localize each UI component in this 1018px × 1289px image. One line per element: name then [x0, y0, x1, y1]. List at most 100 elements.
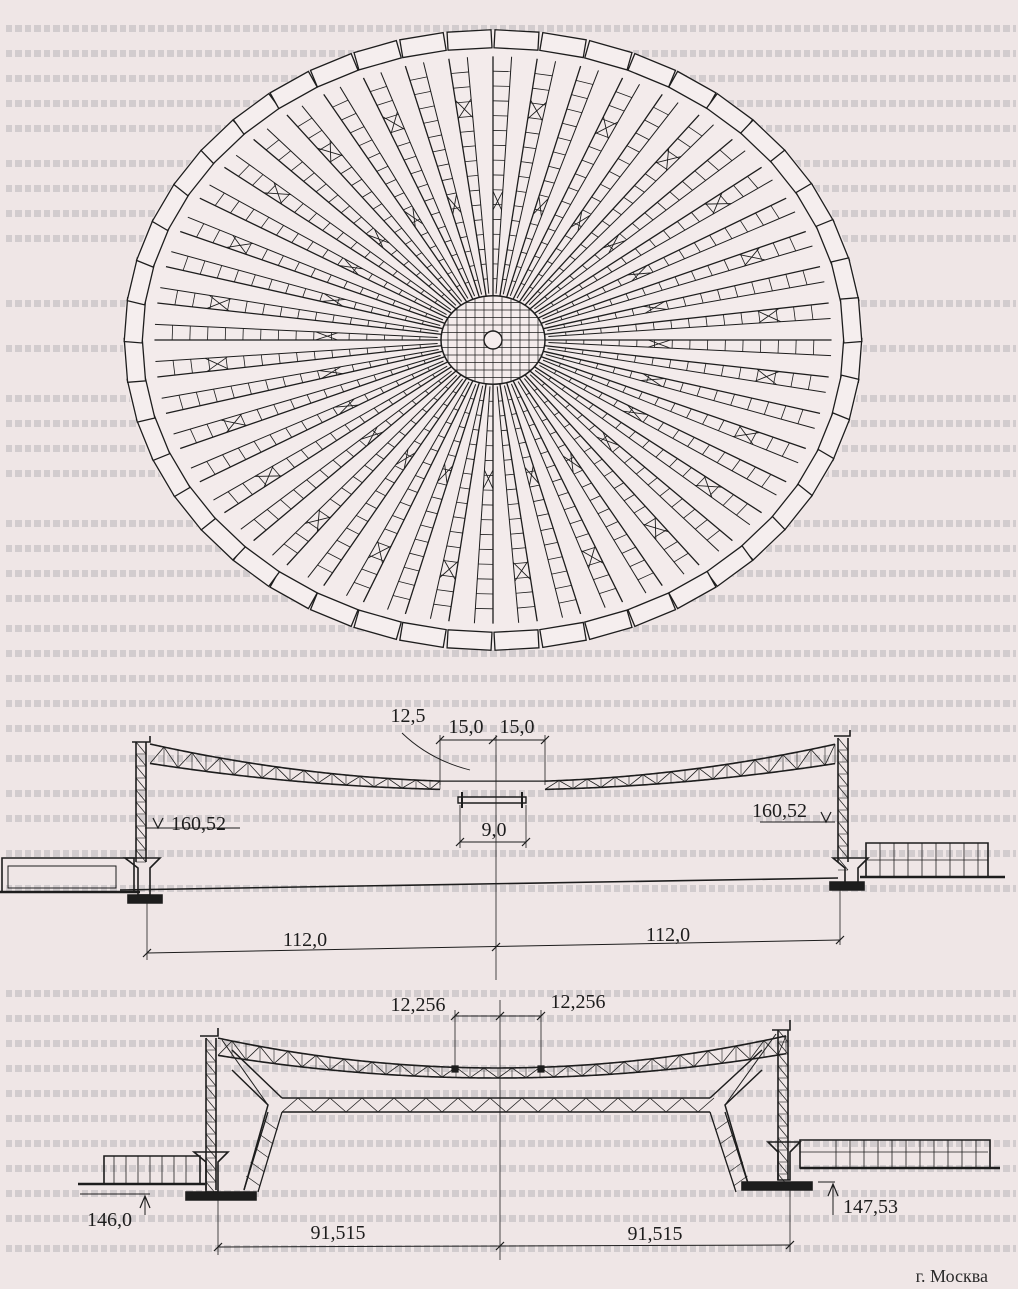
cross-tie — [379, 239, 385, 244]
footing-right-upper — [830, 882, 864, 890]
x-brace — [733, 433, 759, 437]
cross-tie — [545, 297, 548, 299]
cross-tie — [695, 171, 706, 181]
cross-tie — [598, 316, 599, 321]
frame-web — [602, 1098, 618, 1112]
cross-tie — [516, 592, 533, 593]
cross-tie — [530, 485, 540, 487]
roof-truss-lower-web — [372, 1062, 386, 1074]
x-brace — [321, 367, 340, 379]
x-brace — [378, 541, 383, 563]
x-brace — [453, 194, 457, 214]
cable-truss-left-top-chord — [150, 744, 440, 781]
cross-tie — [445, 387, 448, 389]
roof-truss-lower-top-chord — [218, 1036, 786, 1068]
leg-lattice — [246, 1176, 260, 1186]
cross-tie — [548, 557, 562, 560]
cross-tie — [582, 350, 583, 354]
leg-lattice — [725, 1148, 739, 1158]
cross-tie — [702, 445, 709, 455]
cross-tie — [747, 398, 751, 410]
cross-tie — [748, 176, 758, 188]
rim-block — [494, 630, 539, 650]
x-brace — [413, 207, 416, 227]
cross-tie — [324, 390, 328, 398]
cross-tie — [677, 221, 684, 230]
cross-tie — [696, 477, 705, 487]
radial-rib — [511, 78, 622, 303]
cross-tie — [609, 171, 620, 177]
cross-tie — [521, 252, 527, 253]
dim-tick — [451, 1012, 459, 1020]
roof-truss-lower-web — [652, 1059, 666, 1070]
column-right-lower-lattice — [778, 1126, 788, 1138]
column-left-upper-lattice — [136, 838, 146, 850]
x-brace — [404, 449, 408, 469]
cross-tie — [598, 509, 609, 514]
cross-tie — [563, 356, 564, 359]
cross-tie — [234, 270, 238, 282]
cross-tie — [547, 465, 555, 468]
column-right-lower-lattice — [778, 1138, 788, 1150]
cross-tie — [644, 518, 656, 525]
cross-tie — [538, 291, 541, 293]
section-upper — [0, 730, 1005, 980]
cross-tie — [534, 406, 538, 408]
cross-tie — [388, 443, 395, 448]
roof-truss-lower-web — [386, 1064, 400, 1074]
cross-tie — [562, 201, 571, 204]
rim-block-group — [840, 298, 861, 343]
level-right-upper: 160,52 — [752, 800, 807, 822]
cross-tie — [740, 254, 745, 266]
cross-tie — [470, 444, 477, 445]
x-brace — [632, 266, 647, 282]
cross-tie — [238, 448, 245, 460]
cross-tie — [599, 393, 603, 398]
cross-tie — [207, 461, 215, 474]
cross-tie — [365, 465, 373, 471]
cross-tie — [658, 423, 664, 431]
column-right-lower-lattice — [778, 1150, 788, 1162]
rim-block — [124, 337, 145, 382]
cross-tie — [687, 409, 692, 418]
cross-tie — [516, 191, 526, 192]
x-brace — [515, 561, 528, 581]
cross-tie — [317, 371, 319, 379]
radial-rib — [157, 303, 445, 335]
cross-tie — [399, 290, 402, 294]
radial-rib — [449, 59, 487, 300]
cross-tie — [399, 581, 415, 585]
cross-tie — [559, 600, 576, 603]
cross-tie — [523, 410, 528, 411]
cross-tie — [521, 162, 533, 164]
radial-rib — [363, 377, 474, 602]
x-brace — [581, 551, 603, 564]
rim-block-group — [628, 54, 676, 87]
dim-tick — [522, 838, 530, 846]
cross-tie — [349, 349, 350, 356]
x-brace — [305, 517, 331, 523]
x-brace — [643, 374, 662, 387]
cross-tie — [252, 175, 263, 186]
cross-tie — [589, 146, 602, 151]
level-arrow-left-upper — [153, 818, 163, 828]
column-left-upper-lattice — [136, 802, 146, 814]
cross-tie — [582, 160, 594, 164]
cross-tie — [564, 424, 570, 427]
roof-truss-lower-web — [260, 1046, 274, 1063]
roof-truss-lower-web — [610, 1062, 624, 1074]
cross-tie — [583, 330, 584, 334]
x-brace — [563, 456, 582, 469]
cross-tie — [261, 355, 262, 366]
x-brace — [361, 432, 383, 439]
cable-truss-left-bottom-chord — [150, 763, 440, 789]
frame-web — [442, 1098, 458, 1112]
cross-tie — [519, 176, 530, 177]
section-lower — [78, 1000, 1000, 1260]
radial-rib — [363, 78, 474, 303]
cross-tie — [575, 395, 579, 399]
cross-tie — [444, 560, 459, 562]
cross-tie — [636, 133, 649, 140]
radial-rib — [324, 375, 469, 586]
cross-tie — [460, 236, 467, 237]
